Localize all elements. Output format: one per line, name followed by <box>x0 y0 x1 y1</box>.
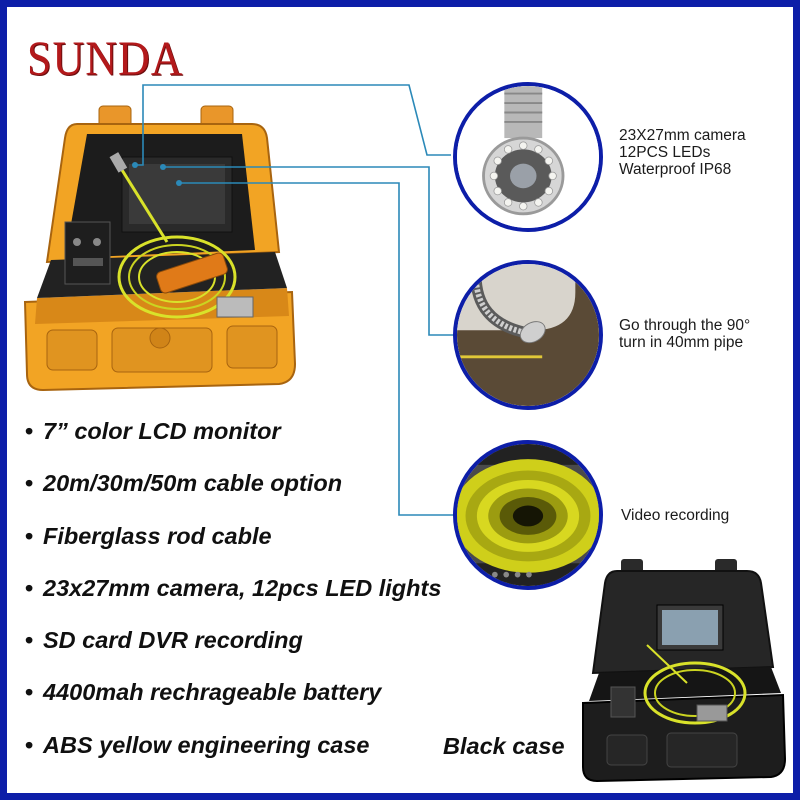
pipe-bend-caption: Go through the 90° turn in 40mm pipe <box>619 317 750 351</box>
bullet-glyph: • <box>25 522 34 549</box>
connector-lines <box>132 84 459 516</box>
bullet-glyph: • <box>25 574 34 601</box>
bullet-glyph: • <box>25 731 34 758</box>
caption-line: 12PCS LEDs <box>619 144 711 161</box>
video-screen-image <box>453 440 603 590</box>
camera-spec-caption: 23X27mm camera 12PCS LEDs Waterproof IP6… <box>619 127 746 178</box>
black-case-image <box>582 559 787 783</box>
camera-head-image <box>453 82 603 232</box>
caption-line: Video recording <box>621 507 730 524</box>
caption-line: Waterproof IP68 <box>619 161 732 178</box>
list-item: •7” color LCD monitor <box>25 411 441 463</box>
bullet-glyph: • <box>25 470 34 497</box>
caption-line: Go through the 90° <box>619 317 751 334</box>
list-item: •20m/30m/50m cable option <box>25 463 441 515</box>
list-item: •4400mah rechrageable battery <box>25 672 441 724</box>
caption-line: turn in 40mm pipe <box>619 334 744 351</box>
yellow-case-image <box>23 105 297 392</box>
black-case-label: Black case <box>443 733 565 759</box>
bullet-glyph: • <box>25 679 34 706</box>
caption-line: 23X27mm camera <box>619 127 746 144</box>
bullet-glyph: • <box>25 418 34 444</box>
list-item: •ABS yellow engineering case <box>25 725 441 777</box>
brand-logo: SUNDA <box>27 31 184 86</box>
video-caption: Video recording <box>621 507 729 524</box>
list-item: •23x27mm camera, 12pcs LED lights <box>25 568 441 620</box>
bullet-glyph: • <box>25 627 34 654</box>
feature-list: •7” color LCD monitor •20m/30m/50m cable… <box>25 411 441 777</box>
pipe-bend-image <box>453 260 603 410</box>
list-item: •SD card DVR recording <box>25 620 441 672</box>
canvas: SUNDA <box>7 7 793 793</box>
list-item: •Fiberglass rod cable <box>25 516 441 568</box>
